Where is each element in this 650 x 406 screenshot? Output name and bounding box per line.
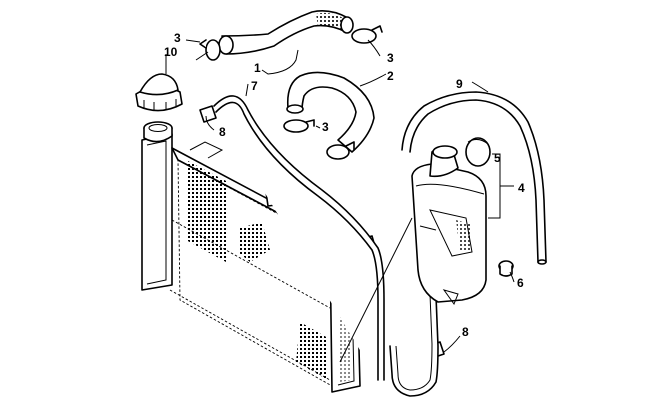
hose-clamp-3 [283, 119, 315, 133]
radiator-cap [135, 73, 183, 112]
leader-lines [165, 39, 515, 363]
callout-6: 6 [517, 276, 524, 290]
callout-3: 3 [174, 31, 181, 45]
callout-3: 3 [322, 120, 329, 134]
callout-8: 8 [462, 325, 469, 339]
mounting-screw [498, 260, 514, 277]
small-hose-clamp-1 [199, 105, 217, 123]
callout-labels: 3 10 1 3 2 7 3 8 9 5 4 6 8 [164, 31, 525, 339]
lower-radiator-hose [286, 71, 375, 153]
callout-10: 10 [164, 45, 178, 59]
hose-clamp-2 [351, 25, 383, 44]
callout-3: 3 [387, 51, 394, 65]
callout-2: 2 [387, 69, 394, 83]
upper-radiator-hose [218, 10, 354, 55]
reservoir-cap [465, 137, 491, 167]
callout-7: 7 [251, 79, 258, 93]
reservoir-drain-hose [389, 293, 439, 397]
callout-4: 4 [518, 181, 525, 195]
callout-8: 8 [219, 125, 226, 139]
hose-clamp-4 [326, 141, 355, 160]
overflow-hose [213, 95, 385, 381]
callout-5: 5 [494, 151, 501, 165]
callout-1: 1 [254, 61, 261, 75]
hose-clamp-1 [199, 39, 221, 61]
coolant-reservoir [411, 145, 487, 306]
callout-9: 9 [456, 77, 463, 91]
